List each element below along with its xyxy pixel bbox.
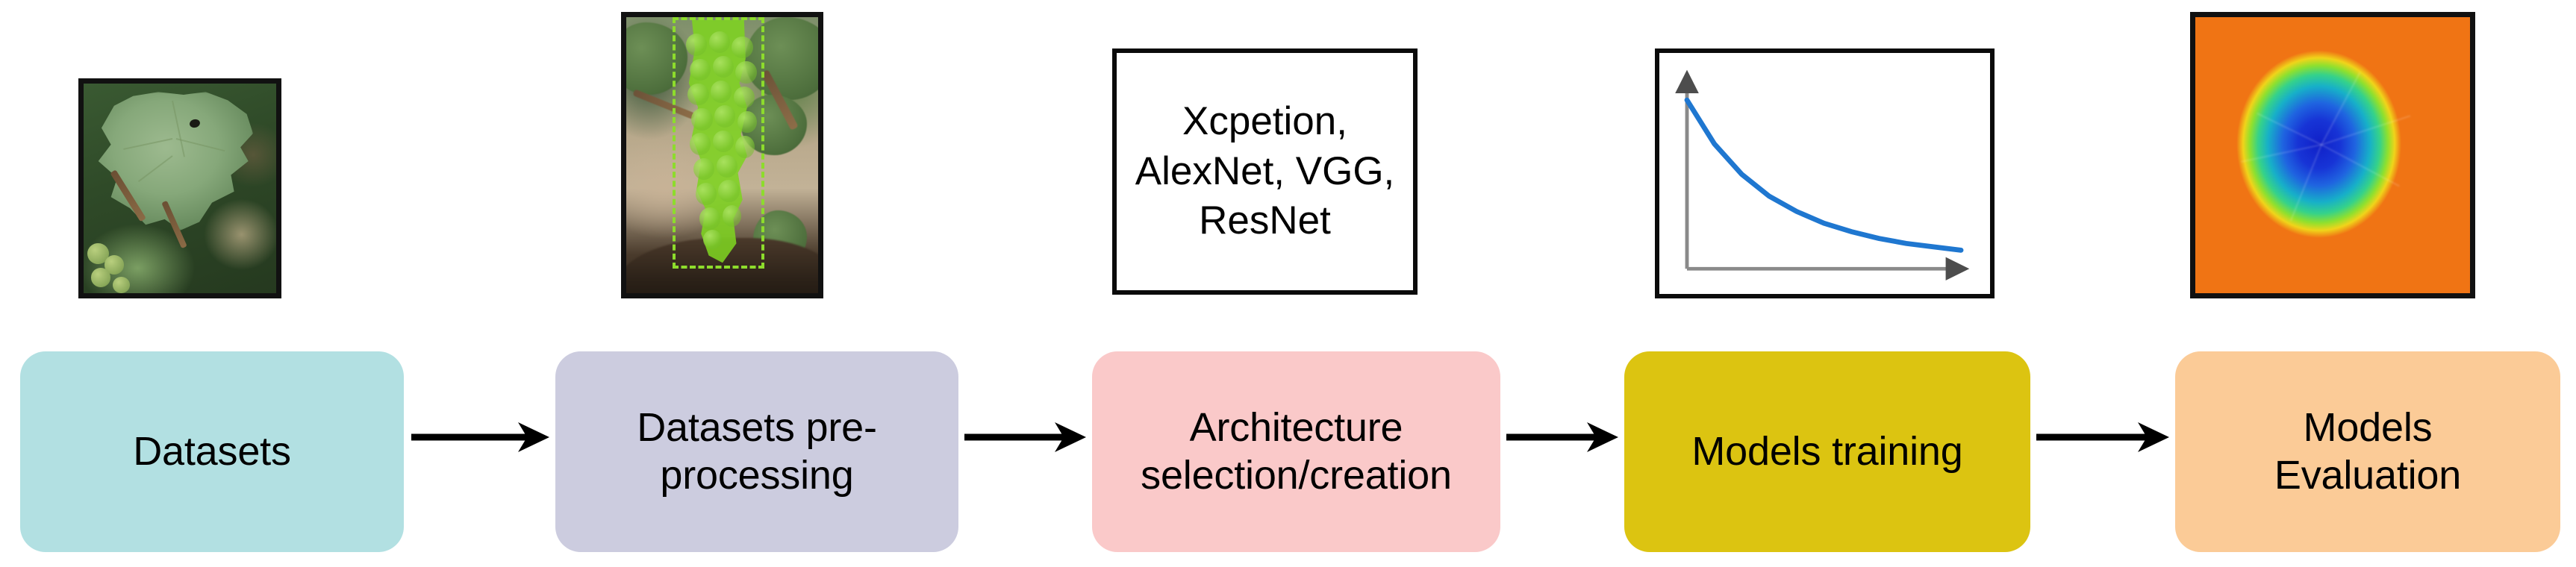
- heatmap-surface: [2195, 17, 2470, 293]
- flow-arrow-3: [1506, 422, 1618, 452]
- grape-leaf-photo: [78, 78, 281, 298]
- background-leaf: [745, 17, 818, 100]
- mask-berry: [708, 31, 730, 54]
- annotated-grape-cluster: [621, 12, 823, 298]
- mask-berry: [712, 55, 734, 78]
- architecture-list-text: Xcpetion, AlexNet, VGG, ResNet: [1117, 97, 1413, 246]
- pipeline-step-label: Models training: [1691, 428, 1962, 476]
- pipeline-step-models-training[interactable]: Models training: [1624, 351, 2030, 552]
- pipeline-step-label: Datasets: [133, 428, 291, 476]
- mask-berry: [737, 110, 757, 134]
- mask-berry: [735, 61, 757, 84]
- mask-berry: [735, 136, 755, 158]
- mask-berry: [695, 183, 717, 205]
- mask-berry: [689, 133, 711, 155]
- architecture-line-3: ResNet: [1199, 198, 1331, 243]
- mask-berry: [699, 207, 720, 230]
- mask-berry: [702, 229, 723, 249]
- pipeline-step-label: Datasets pre- processing: [637, 404, 877, 499]
- pipeline-step-datasets[interactable]: Datasets: [20, 351, 404, 552]
- mask-berry: [714, 105, 736, 128]
- step-line: selection/creation: [1141, 452, 1452, 498]
- pipeline-step-architecture-selection[interactable]: Architecture selection/creation: [1092, 351, 1500, 552]
- step-line: processing: [660, 452, 854, 498]
- step-line: Datasets: [133, 428, 291, 474]
- step-line: Models: [2303, 404, 2433, 450]
- mask-berry: [685, 34, 707, 56]
- step-line: Datasets pre-: [637, 404, 877, 450]
- pipeline-step-label: Models Evaluation: [2274, 404, 2461, 499]
- step-line: Architecture: [1189, 404, 1403, 450]
- mask-berry: [733, 86, 755, 109]
- training-loss-chart: [1655, 48, 1995, 298]
- loss-curve: [1684, 97, 1964, 253]
- gradcam-heatmap: [2190, 12, 2475, 298]
- mask-berry: [718, 180, 740, 202]
- pipeline-step-models-evaluation[interactable]: Models Evaluation: [2175, 351, 2560, 552]
- mask-berry: [712, 130, 734, 153]
- mask-berry: [716, 155, 738, 178]
- architecture-line-1: Xcpetion,: [1182, 98, 1347, 143]
- grape-berry: [91, 268, 111, 287]
- step-line: Evaluation: [2274, 452, 2462, 498]
- architecture-list-card: Xcpetion, AlexNet, VGG, ResNet: [1112, 48, 1418, 295]
- mask-berry: [711, 81, 732, 103]
- mask-berry: [693, 157, 715, 181]
- pipeline-step-label: Architecture selection/creation: [1141, 404, 1452, 499]
- background-leaf: [626, 22, 688, 95]
- mask-berry: [722, 204, 742, 228]
- flow-arrow-1: [411, 422, 549, 452]
- bounding-box-annotation: [672, 17, 765, 269]
- mask-berry: [687, 83, 709, 106]
- pipeline-step-datasets-preprocessing[interactable]: Datasets pre- processing: [555, 351, 958, 552]
- flow-arrow-2: [964, 422, 1086, 452]
- mask-berry: [689, 58, 711, 81]
- architecture-line-2: AlexNet, VGG,: [1135, 148, 1395, 193]
- grape-berry: [112, 276, 130, 293]
- mask-berry: [691, 108, 713, 131]
- flow-arrow-4: [2036, 422, 2169, 452]
- mask-berry: [732, 36, 753, 59]
- loss-curve-plot: [1675, 69, 1970, 281]
- step-line: Models training: [1691, 428, 1963, 474]
